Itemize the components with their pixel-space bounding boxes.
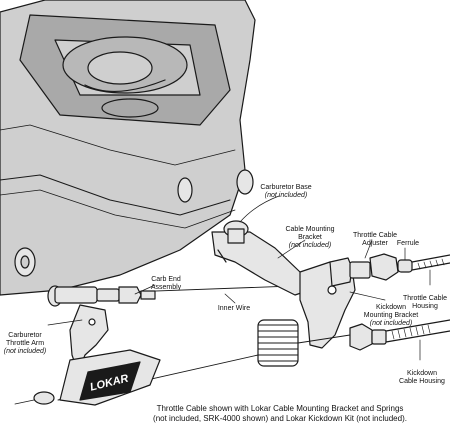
label-carburetor-base-title: Carburetor Base [260,184,312,191]
kickdown-adjuster [349,323,387,351]
brand-plate [79,361,141,401]
carb-end-assembly [47,285,156,307]
label-ferrule: Ferrule [394,240,422,248]
label-throttle-cable-adjuster: Throttle Cable Adjuster [350,224,400,248]
label-carburetor-throttle-arm-title: Carburetor Throttle Arm [5,332,45,347]
kickdown-cable-housing [385,319,450,343]
label-cable-mounting-bracket-note: (not included) [288,242,332,249]
label-carb-end-assembly-title: Carb End Assembly [150,276,182,291]
label-kickdown-cable-housing: Kickdown Cable Housing [398,362,446,386]
cable-mounting-bracket [211,220,311,296]
label-carburetor-throttle-arm-note: (not included) [3,348,47,355]
label-carburetor-base-note: (not included) [264,192,308,199]
label-cable-mounting-bracket: Cable Mounting Bracket (not included) [282,218,338,258]
label-cable-mounting-bracket-title: Cable Mounting Bracket [285,226,335,241]
label-inner-wire-title: Inner Wire [217,305,251,312]
return-spring [257,319,299,367]
figure-caption: Throttle Cable shown with Lokar Cable Mo… [153,404,407,423]
leader-lines [47,195,431,361]
label-throttle-cable-housing-title: Throttle Cable Housing [403,295,447,310]
label-throttle-cable-adjuster-title: Throttle Cable Adjuster [353,232,397,247]
label-carburetor-throttle-arm: Carburetor Throttle Arm (not included) [0,324,50,364]
ferrule [397,259,413,273]
label-carburetor-base: Carburetor Base (not included) [254,184,318,200]
label-inner-wire: Inner Wire [214,305,254,313]
label-kickdown-mounting-bracket: Kickdown Mounting Bracket (not included) [360,296,422,336]
throttle-cable-housing [411,254,450,271]
label-carb-end-assembly: Carb End Assembly [146,268,186,292]
label-kickdown-cable-housing-title: Kickdown Cable Housing [399,370,445,385]
throttle-cable-adjuster [329,253,399,287]
label-throttle-cable-housing: Throttle Cable Housing [400,287,450,311]
label-kickdown-mounting-bracket-title: Kickdown Mounting Bracket [363,304,419,319]
label-kickdown-mounting-bracket-note: (not included) [369,320,413,327]
carburetor [0,0,256,296]
label-ferrule-title: Ferrule [396,240,420,247]
throttle-arm [69,304,109,373]
